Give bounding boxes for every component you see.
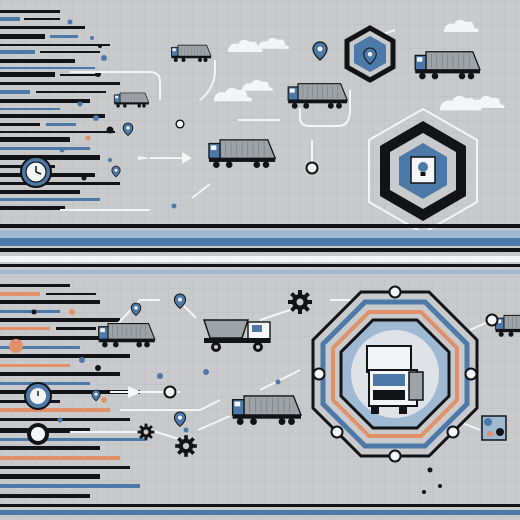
network-node-icon bbox=[305, 161, 319, 175]
panel-divider bbox=[0, 224, 520, 274]
top-route-lines bbox=[60, 29, 396, 211]
top-panel bbox=[0, 10, 505, 235]
arrow-icon bbox=[128, 386, 142, 398]
hexagon-frame-icon bbox=[344, 25, 396, 83]
bottom-panel bbox=[0, 284, 520, 515]
network-node-icon bbox=[175, 119, 185, 129]
clock-dial-icon bbox=[24, 382, 52, 410]
network-node-icon bbox=[163, 385, 177, 399]
clock-dial-icon bbox=[27, 423, 49, 445]
clock-dial-icon bbox=[20, 156, 52, 188]
hexagon-frame-icon bbox=[311, 285, 479, 463]
hexagon-frame-icon bbox=[368, 107, 478, 235]
bottom-data-stream bbox=[0, 284, 520, 515]
arrow-icon bbox=[138, 156, 150, 160]
gear-icon bbox=[288, 290, 312, 314]
network-node-icon bbox=[485, 313, 499, 327]
gear-icon bbox=[137, 423, 155, 441]
gear-icon bbox=[175, 435, 197, 457]
network-node-icon bbox=[481, 415, 507, 441]
truck-front-icon bbox=[366, 345, 424, 414]
arrow-icon bbox=[182, 152, 192, 164]
lightbulb-icon bbox=[418, 162, 428, 176]
dump-truck-icon bbox=[203, 319, 271, 352]
